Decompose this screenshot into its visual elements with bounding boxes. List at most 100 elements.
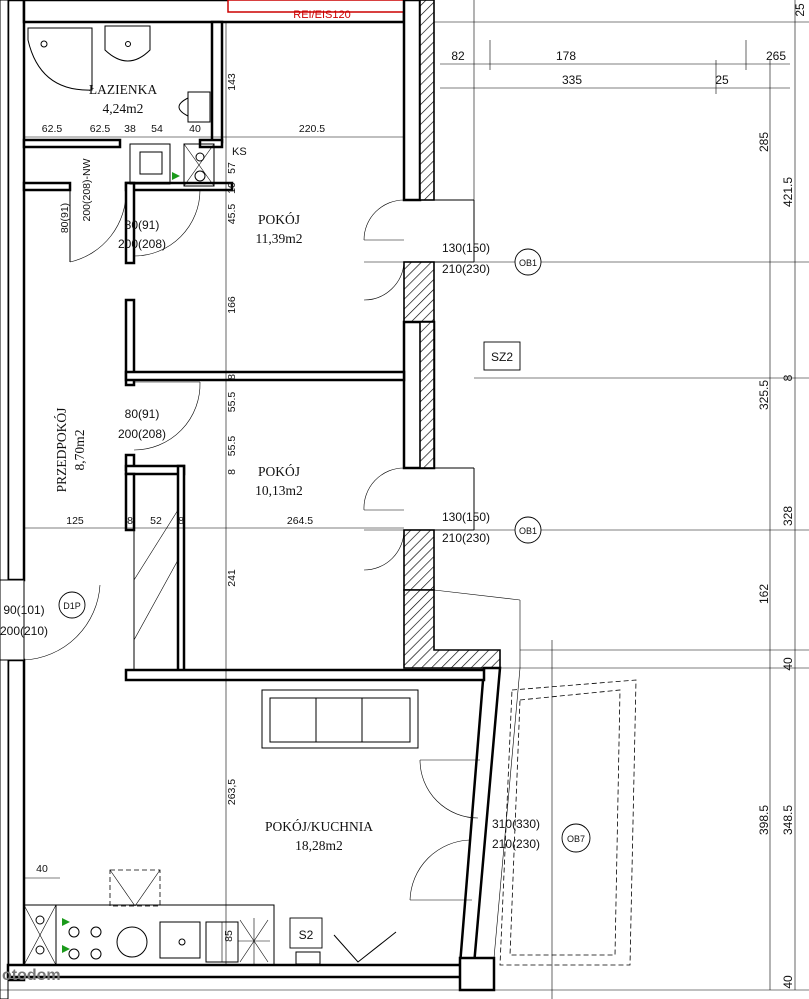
dim-t25a: 25 — [715, 73, 729, 87]
tag-sz2 — [483, 341, 521, 371]
window1-height: 210(230) — [442, 262, 490, 276]
dim-r398: 398.5 — [757, 805, 771, 835]
entrance-door — [0, 579, 101, 661]
balcony-wall — [458, 666, 521, 992]
balcony-door-swing — [409, 759, 480, 901]
dim-r8: 8 — [781, 374, 795, 381]
dim-v8b: 8 — [226, 469, 238, 475]
dim-v263: 263,5 — [226, 779, 238, 805]
door-swing-room1 — [133, 189, 201, 257]
dim-h40b: 40 — [36, 863, 48, 875]
door-d1p-width: 90(101) — [3, 603, 44, 617]
dim-v166: 166 — [226, 296, 238, 314]
tag-sz2-text: SZ2 — [491, 350, 513, 364]
door-room-width: 80(91) — [125, 407, 160, 421]
tag-ob1-room1 — [514, 248, 542, 276]
door-bath-height: 200(208) — [118, 237, 166, 251]
dim-h220: 220.5 — [299, 123, 325, 135]
dim-h38: 38 — [124, 123, 136, 135]
tag-ob1b-text: OB1 — [519, 526, 537, 536]
door-swing-entry-top — [69, 189, 127, 263]
tag-ob7 — [561, 823, 591, 853]
toilet — [178, 91, 211, 123]
dim-v241: 241 — [226, 569, 238, 587]
room-kuchnia-name: POKÓJ/KUCHNIA — [265, 819, 373, 834]
tag-ob7-text: OB7 — [567, 834, 585, 844]
dim-v57: 57 — [226, 162, 238, 174]
dim-h52: 52 — [150, 515, 162, 527]
dim-r348: 348.5 — [781, 805, 795, 835]
ventilation-arrow — [172, 172, 180, 180]
fridge — [205, 921, 239, 963]
room-przedpokoj-area: 8,70m2 — [72, 430, 87, 471]
balcony-door-height: 210(230) — [492, 837, 540, 851]
dim-h62b: 62.5 — [90, 123, 111, 135]
dim-h40a: 40 — [189, 123, 201, 135]
balcony-outline — [499, 679, 637, 966]
dim-r40b: 40 — [781, 975, 795, 989]
dim-h54: 54 — [151, 123, 163, 135]
dim-v55b: 55.5 — [226, 436, 238, 457]
dim-v143: 143 — [226, 73, 238, 91]
window-swing-room2 — [363, 467, 405, 571]
room-pokoj2-area: 10,13m2 — [255, 483, 303, 498]
room-lazienka-name: ŁAZIENKA — [89, 82, 157, 97]
tag-ob1-room2 — [514, 516, 542, 544]
dim-h62a: 62.5 — [42, 123, 63, 135]
door-swing-room2 — [133, 381, 201, 451]
dim-v85: 85 — [223, 930, 235, 942]
electrical-tag — [289, 917, 397, 963]
tag-s2-text: S2 — [299, 928, 314, 942]
dim-h264: 264.5 — [287, 515, 313, 527]
top-label: REI/EIS120 — [293, 9, 350, 21]
dim-t265: 265 — [766, 49, 786, 63]
room-przedpokoj-name: PRZEDPOKÓJ — [54, 408, 69, 493]
door-room-height: 200(208) — [118, 427, 166, 441]
washing-machine — [129, 143, 171, 185]
dim-v8a: 8 — [226, 374, 238, 380]
balcony-door-width: 310(330) — [492, 817, 540, 831]
wardrobe — [133, 473, 179, 671]
room-kuchnia-area: 18,28m2 — [295, 838, 343, 853]
kitchen-counter — [23, 869, 275, 966]
dim-h8a: 8 — [127, 515, 133, 527]
extractor — [238, 918, 270, 964]
dim-t335: 335 — [562, 73, 582, 87]
shower — [27, 27, 93, 91]
window-swing-room1 — [363, 199, 405, 301]
room-pokoj1-area: 11,39m2 — [255, 231, 302, 246]
cooktop — [68, 926, 102, 960]
dim-v10: 10 — [226, 182, 238, 194]
door-nw-height: 200(208)-NW — [81, 158, 93, 221]
dishwasher — [116, 926, 148, 958]
tag-ob1a-text: OB1 — [519, 258, 537, 268]
tag-d1p-text: D1P — [63, 601, 81, 611]
bathroom-shaft — [183, 143, 215, 187]
washbasin — [104, 25, 151, 62]
dim-t178: 178 — [556, 49, 576, 63]
kitchen-shaft — [23, 904, 70, 966]
tag-d1p — [58, 591, 86, 619]
watermark: otodom — [2, 967, 61, 984]
dim-t25v: 25 — [793, 3, 807, 17]
dim-r328: 328 — [781, 506, 795, 526]
door-d1p-height: 200(210) — [0, 624, 48, 638]
dim-v55a: 55.5 — [226, 392, 238, 413]
top-wall — [22, 0, 417, 24]
window2-height: 210(230) — [442, 531, 490, 545]
dim-v45: 45.5 — [226, 204, 238, 225]
dim-r421: 421.5 — [781, 177, 795, 207]
dim-r162: 162 — [757, 584, 771, 604]
dim-r285: 285 — [757, 132, 771, 152]
dim-h125: 125 — [66, 515, 84, 527]
sink — [159, 921, 201, 959]
window2-width: 130(150) — [442, 510, 490, 524]
door-nw-width: 80(91) — [59, 203, 71, 233]
window1-width: 130(150) — [442, 241, 490, 255]
dim-h8b: 8 — [178, 515, 184, 527]
dishwasher-tab — [295, 951, 321, 965]
ks-label: KS — [232, 146, 247, 158]
sofa — [261, 689, 419, 749]
right-facade-wall — [402, 0, 501, 669]
